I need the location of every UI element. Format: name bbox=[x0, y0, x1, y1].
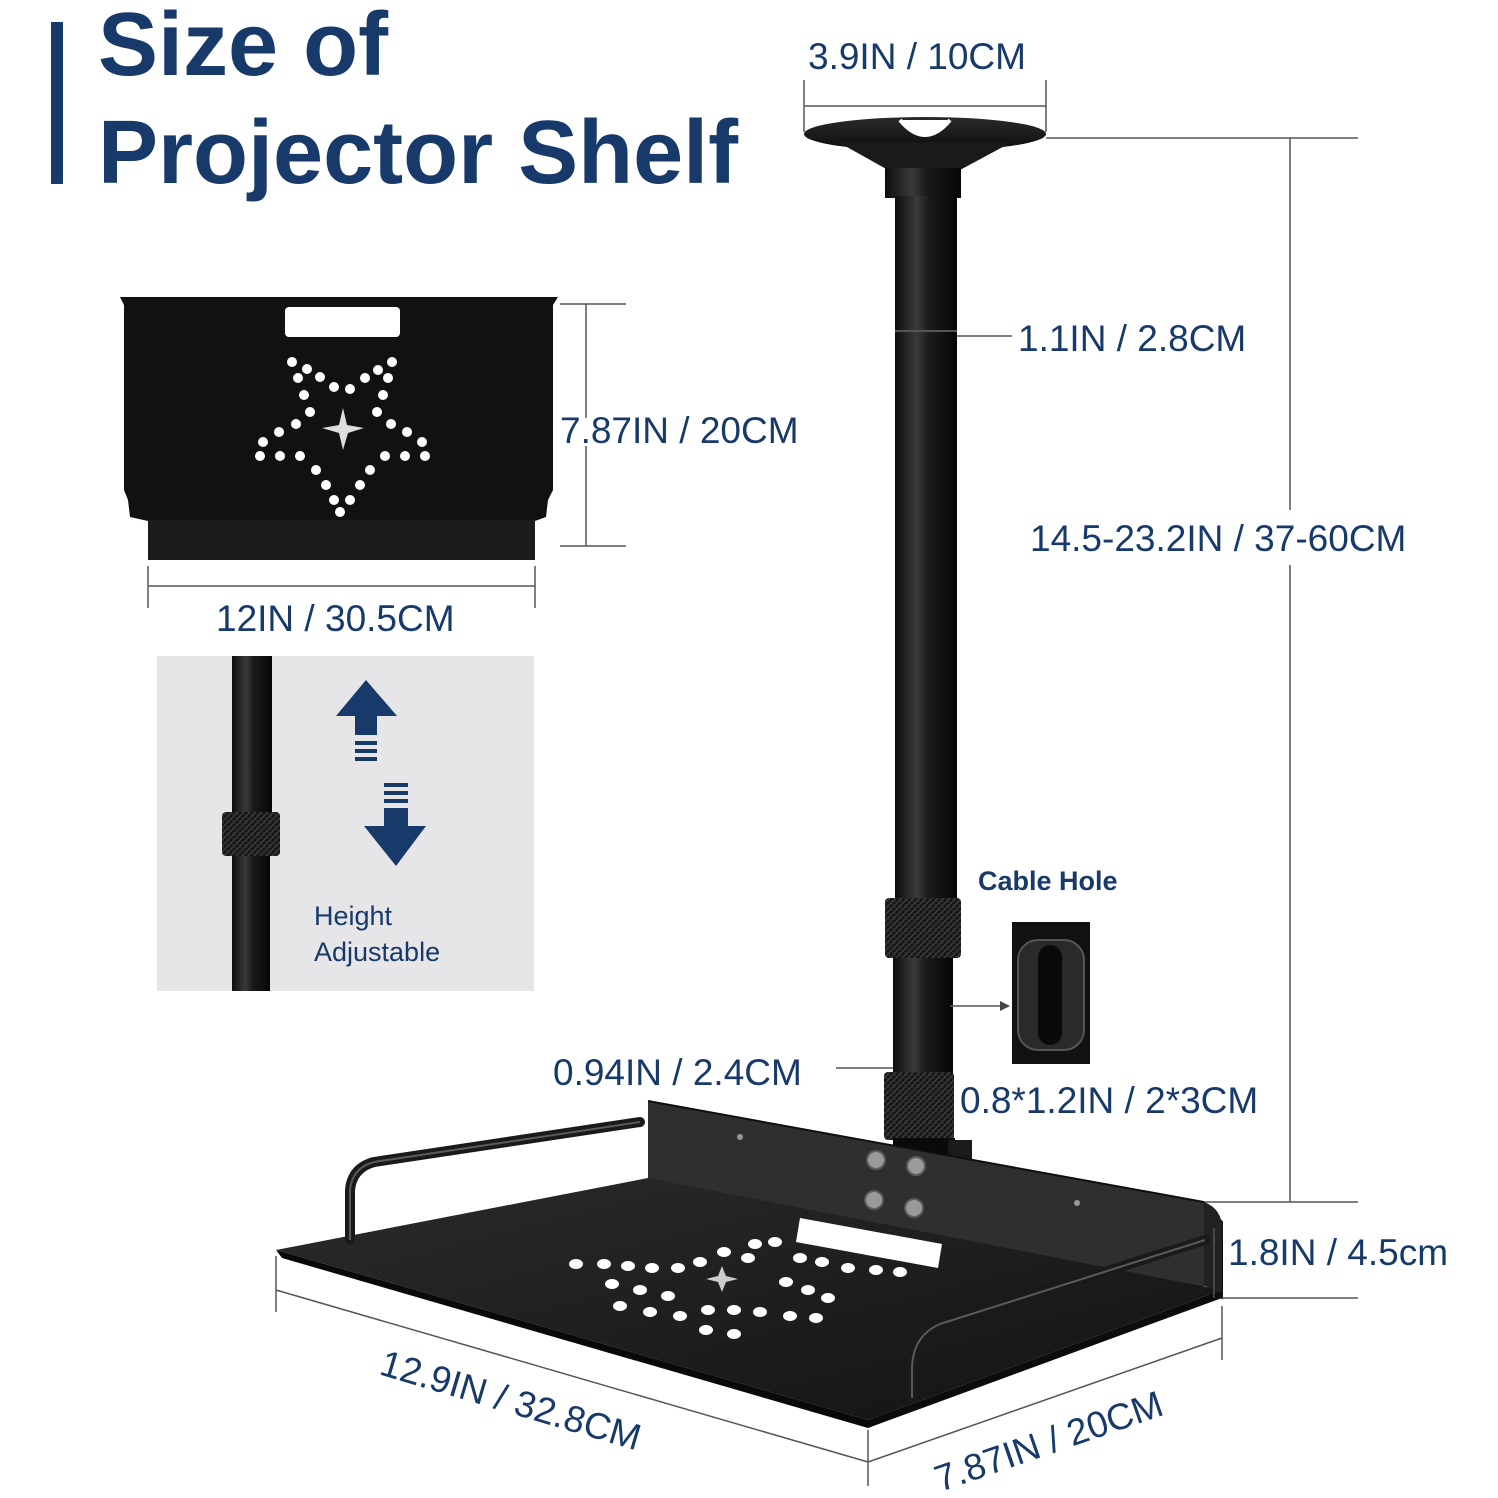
height-caption-line-1: Height bbox=[314, 901, 393, 931]
cable-hole-inset bbox=[950, 922, 1090, 1064]
shelf-length-label: 12.9IN / 32.8CM bbox=[376, 1342, 646, 1458]
pole-diameter-label: 1.1IN / 2.8CM bbox=[1018, 318, 1247, 359]
ceiling-mount-pole bbox=[804, 117, 1046, 1160]
page-title-line-2: Projector Shelf bbox=[98, 103, 739, 203]
pole-height-label: 14.5-23.2IN / 37-60CM bbox=[1030, 518, 1407, 559]
page-title-line-1: Size of bbox=[98, 0, 389, 95]
height-adjustable-caption: Height Adjustable bbox=[314, 898, 440, 970]
mounting-screws bbox=[864, 1150, 926, 1218]
main-shelf bbox=[276, 1100, 1223, 1428]
front-height-label: 7.87IN / 20CM bbox=[560, 410, 799, 451]
height-adjustable-inset bbox=[157, 656, 534, 991]
pole-lower-diameter-label: 0.94IN / 2.4CM bbox=[553, 1052, 802, 1093]
plate-diameter-label: 3.9IN / 10CM bbox=[808, 36, 1026, 77]
shelf-depth-label: 7.87IN / 20CM bbox=[929, 1383, 1168, 1498]
cable-hole-callout: Cable Hole bbox=[978, 866, 1118, 896]
height-caption-line-2: Adjustable bbox=[314, 937, 441, 967]
shelf-star-holes bbox=[569, 1237, 907, 1339]
cable-hole-size-label: 0.8*1.2IN / 2*3CM bbox=[960, 1080, 1259, 1121]
front-width-label: 12IN / 30.5CM bbox=[216, 598, 455, 639]
lip-height-label: 1.8IN / 4.5cm bbox=[1228, 1232, 1449, 1273]
star-hole-pattern bbox=[255, 357, 430, 517]
up-arrow-icon bbox=[336, 680, 397, 761]
down-arrow-icon bbox=[364, 783, 426, 866]
main-dimension-lines bbox=[275, 80, 1358, 1486]
front-view-dimension-lines bbox=[147, 303, 626, 608]
title-accent-bar bbox=[51, 22, 63, 184]
front-view-shelf bbox=[120, 297, 558, 560]
